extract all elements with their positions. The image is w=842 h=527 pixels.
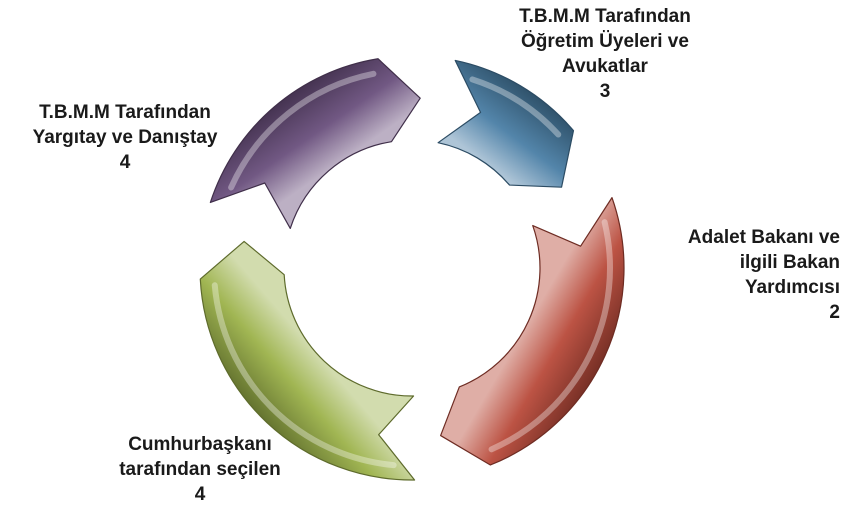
slice-2 [440,197,625,466]
slice-highlight-3 [211,282,397,469]
slice-0 [209,58,421,230]
slice-value: 4 [194,484,206,505]
slice-highlight-0 [228,70,377,191]
slice-highlight-1 [469,76,562,138]
slice-label-tbmm-yargitay: T.B.M.M Tarafından Yargıtay ve Danıştay … [0,100,250,175]
slice-highlight-2 [488,219,613,453]
slice-value: 4 [119,152,131,173]
slice-1 [437,59,575,188]
slice-3 [199,240,416,481]
slice-label-adalet-bakani: Adalet Bakanı ve ilgili Bakan Yardımcısı… [640,225,840,325]
slice-value: 2 [829,302,840,323]
slice-label-tbmm-ogretim: T.B.M.M Tarafından Öğretim Üyeleri ve Av… [470,4,740,104]
slice-value: 3 [599,81,611,102]
slice-label-cumhurbaskani: Cumhurbaşkanı tarafından seçilen 4 [70,432,330,507]
